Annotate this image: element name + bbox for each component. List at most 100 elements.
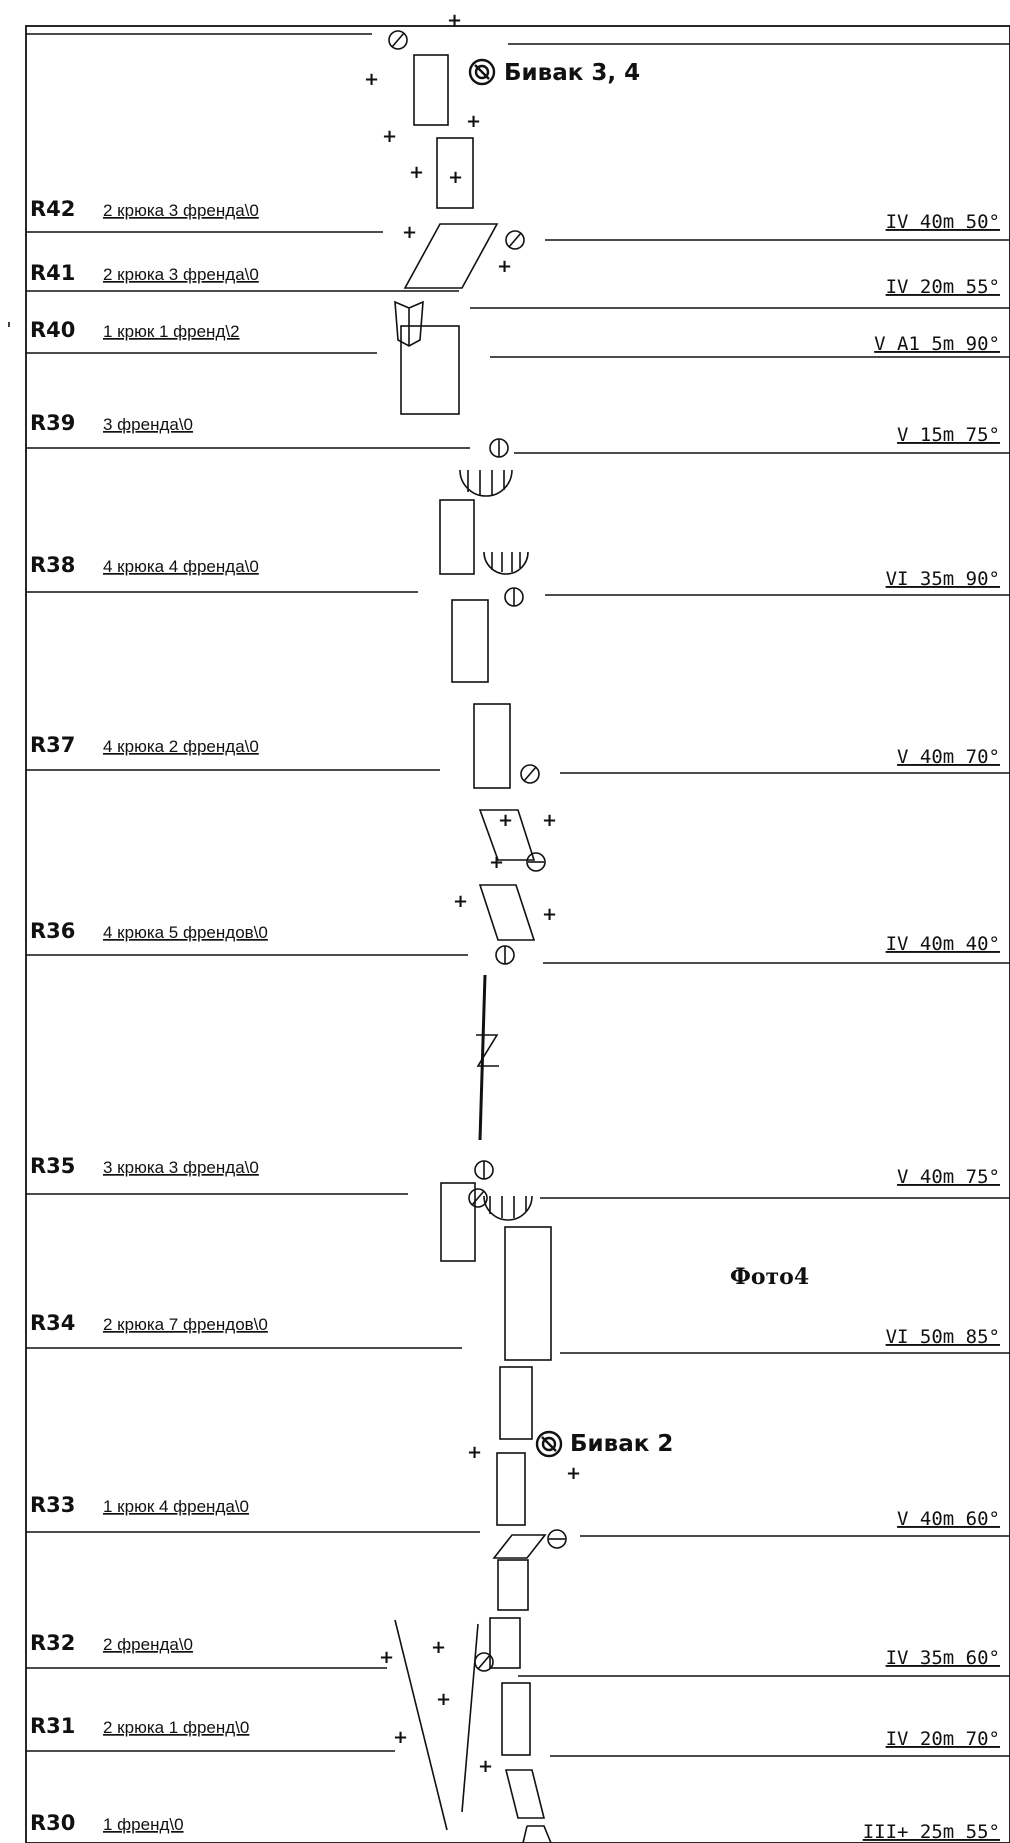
belay-ring-icon (468, 1188, 488, 1208)
pitch-id: R39 (30, 411, 75, 435)
wall-section (496, 1452, 526, 1526)
wall-section (439, 499, 475, 575)
piton-marker: + (453, 891, 468, 912)
pitch-grade-text: V 40m 70° (897, 746, 1000, 768)
belay-ring-icon (388, 30, 408, 50)
pitch-grade-text: VI 35m 90° (886, 568, 1000, 590)
pitch-id: R37 (30, 733, 75, 757)
slab-section (478, 809, 536, 861)
pitch-gear: 2 крюка 3 френда\0 2 крюка 3 френда\0 1 … (103, 201, 268, 1834)
piton-marker: + (409, 162, 424, 183)
slab-section (504, 1769, 546, 1819)
piton-marker: + (447, 10, 462, 31)
pitch-id: R32 (30, 1631, 75, 1655)
piton-marker: + (364, 69, 379, 90)
piton-marker: + (431, 1637, 446, 1658)
piton-marker: + (498, 810, 513, 831)
protection-markers: + + + + + + + + + + + + + + + + + + + + (364, 10, 581, 1777)
piton-marker: + (489, 852, 504, 873)
photo-reference-label: Фото4 (730, 1264, 809, 1290)
route-features (394, 54, 552, 1843)
belay-bolt-icon (495, 945, 515, 965)
belay-lines (26, 231, 1010, 1757)
pitch-ids: R42 R41 R40 R39 R38 R37 R36 R35 R34 R33 … (30, 197, 75, 1835)
pitch-gear-text: 1 крюк 4 френда\0 (103, 1497, 249, 1516)
pitch-id: R30 (30, 1811, 75, 1835)
pitch-id: R41 (30, 261, 75, 285)
pitch-id: R33 (30, 1493, 75, 1517)
wall-section (413, 54, 449, 126)
pitch-gear-text: 2 френда\0 (103, 1635, 193, 1654)
piton-marker: + (466, 111, 481, 132)
wall-section (400, 325, 460, 415)
pitch-grade-text: V 40m 60° (897, 1508, 1000, 1530)
dihedral-icon (394, 300, 424, 347)
belay-minus-icon (547, 1529, 567, 1549)
wall-section (504, 1226, 552, 1361)
piton-marker: + (542, 810, 557, 831)
pitch-grade-text: IV 20m 70° (886, 1728, 1000, 1750)
piton-marker: + (497, 256, 512, 277)
piton-marker: + (402, 222, 417, 243)
piton-marker: + (542, 904, 557, 925)
wall-section (501, 1682, 531, 1756)
belay-ring-icon (520, 764, 540, 784)
belay-symbols (388, 30, 567, 1672)
slab-section (403, 223, 499, 289)
piton-marker: + (448, 167, 463, 188)
slab-section (492, 1534, 547, 1559)
bivouac-label: Бивак 3, 4 (504, 60, 640, 86)
pitch-grade-text: IV 40m 50° (886, 211, 1000, 233)
pitch-gear-text: 4 крюка 4 френда\0 (103, 557, 259, 576)
piton-marker: + (467, 1442, 482, 1463)
crack-zigzag-icon (476, 1034, 499, 1067)
pitch-grade-text: III+ 25m 55° (863, 1821, 1000, 1843)
pitch-id: R36 (30, 919, 75, 943)
pitch-id: R34 (30, 1311, 75, 1335)
crack-line (461, 1623, 479, 1813)
pitch-id: R31 (30, 1714, 75, 1738)
slab-section (522, 1825, 552, 1843)
pitch-id: R40 (30, 318, 75, 342)
pitch-grades: IV 40m 50° IV 20m 55° V A1 5m 90° V 15m … (863, 211, 1000, 1843)
belay-minus-icon (526, 852, 546, 872)
bivouac-icon (468, 58, 496, 86)
belay-ring-icon (474, 1652, 494, 1672)
pitch-id: R42 (30, 197, 75, 221)
pitch-grade-text: V 40m 75° (897, 1166, 1000, 1188)
piton-marker: + (436, 1689, 451, 1710)
diagram-frame (25, 25, 1010, 1843)
overhang-icon (483, 551, 529, 575)
pitch-grade-text: IV 40m 40° (886, 933, 1000, 955)
bivouac-3-4: Бивак 3, 4 (468, 58, 640, 86)
wall-section (436, 137, 474, 209)
pitch-gear-text: 4 крюка 2 френда\0 (103, 737, 259, 756)
overhang-icon (483, 1195, 533, 1221)
pitch-grade-text: VI 50m 85° (886, 1326, 1000, 1348)
pitch-gear-text: 1 френд\0 (103, 1815, 184, 1834)
pitch-gear-text: 3 крюка 3 френда\0 (103, 1158, 259, 1177)
wall-section (489, 1617, 521, 1669)
belay-ring-icon (505, 230, 525, 250)
pitch-id: R35 (30, 1154, 75, 1178)
pitch-gear-text: 2 крюка 3 френда\0 (103, 265, 259, 284)
pitch-gear-text: 2 крюка 7 френдов\0 (103, 1315, 268, 1334)
piton-marker: + (379, 1647, 394, 1668)
piton-marker: + (478, 1756, 493, 1777)
belay-bolt-icon (504, 587, 524, 607)
wall-section (440, 1182, 476, 1262)
pitch-gear-text: 3 френда\0 (103, 415, 193, 434)
belay-bolt-icon (474, 1160, 494, 1180)
pitch-id: R38 (30, 553, 75, 577)
pitch-grade-text: IV 35m 60° (886, 1647, 1000, 1669)
pitch-gear-text: 2 крюка 3 френда\0 (103, 201, 259, 220)
pitch-grade-text: V 15m 75° (897, 424, 1000, 446)
wall-section (473, 703, 511, 789)
bivouac-2: Бивак 2 (535, 1430, 673, 1458)
pitch-gear-text: 4 крюка 5 френдов\0 (103, 923, 268, 942)
piton-marker: + (566, 1463, 581, 1484)
piton-marker: + (393, 1727, 408, 1748)
slab-section (478, 884, 536, 941)
pitch-gear-text: 1 крюк 1 френд\2 (103, 322, 240, 341)
